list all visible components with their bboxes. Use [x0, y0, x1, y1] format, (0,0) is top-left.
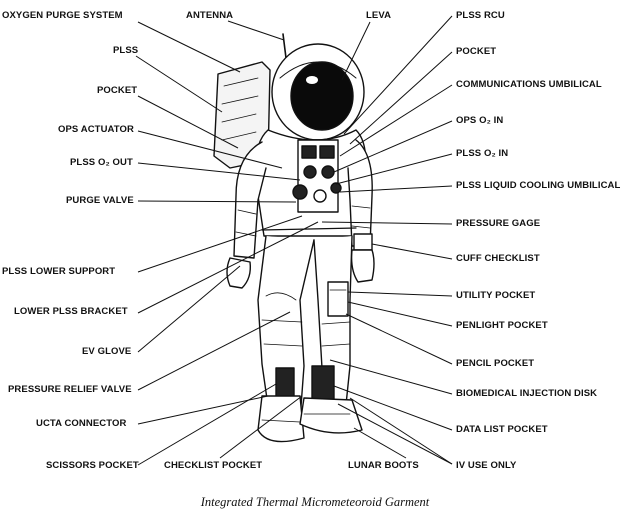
figure-caption: Integrated Thermal Micrometeoroid Garmen… [200, 495, 430, 509]
label-pocket-left: POCKET [97, 85, 138, 96]
lunar-boot-left [257, 395, 305, 443]
label-antenna: ANTENNA [186, 10, 234, 21]
label-utility-pocket: UTILITY POCKET [456, 290, 536, 301]
label-plss-rcu: PLSS RCU [456, 10, 505, 21]
arm-right [347, 139, 373, 247]
label-lunar-boots: LUNAR BOOTS [348, 460, 419, 471]
label-pencil-pocket: PENCIL POCKET [456, 358, 535, 369]
helmet-visor [290, 61, 354, 131]
label-plss-o2-in: PLSS O₂ IN [456, 148, 509, 159]
label-plss: PLSS [113, 45, 139, 56]
label-biomedical-injection-disk: BIOMEDICAL INJECTION DISK [456, 388, 598, 399]
label-pocket-right: POCKET [456, 46, 497, 57]
label-leva: LEVA [366, 10, 392, 21]
label-checklist-pocket: CHECKLIST POCKET [164, 460, 263, 471]
boot-strap-left [275, 367, 295, 399]
label-penlight-pocket: PENLIGHT POCKET [456, 320, 548, 331]
label-plss-o2-out: PLSS O₂ OUT [70, 157, 133, 168]
label-ops-actuator: OPS ACTUATOR [58, 124, 134, 135]
label-iv-use-only: IV USE ONLY [456, 460, 517, 471]
boot-strap-right [311, 365, 335, 401]
label-ops-o2-in: OPS O₂ IN [456, 115, 504, 126]
label-ucta-connector: UCTA CONNECTOR [36, 418, 127, 429]
antenna-rod [282, 33, 287, 59]
label-data-list-pocket: DATA LIST POCKET [456, 424, 548, 435]
lunar-boot-right [299, 397, 363, 434]
label-communications-umbilical: COMMUNICATIONS UMBILICAL [456, 79, 602, 90]
label-oxygen-purge-system: OXYGEN PURGE SYSTEM [2, 10, 123, 21]
label-lower-plss-bracket: LOWER PLSS BRACKET [14, 306, 128, 317]
glove-right [350, 249, 375, 283]
label-ev-glove: EV GLOVE [82, 346, 132, 357]
label-cuff-checklist: CUFF CHECKLIST [456, 253, 540, 264]
label-plss-lower-support: PLSS LOWER SUPPORT [2, 266, 116, 277]
label-scissors-pocket: SCISSORS POCKET [46, 460, 139, 471]
label-pressure-relief-valve: PRESSURE RELIEF VALVE [8, 384, 132, 395]
cuff-checklist-block [353, 233, 373, 251]
label-purge-valve: PURGE VALVE [66, 195, 134, 206]
label-pressure-gage: PRESSURE GAGE [456, 218, 541, 229]
label-plss-liquid-cooling-umbilical: PLSS LIQUID COOLING UMBILICAL [456, 180, 621, 191]
utility-pocket-patch [327, 281, 349, 317]
arm-left [233, 141, 267, 259]
